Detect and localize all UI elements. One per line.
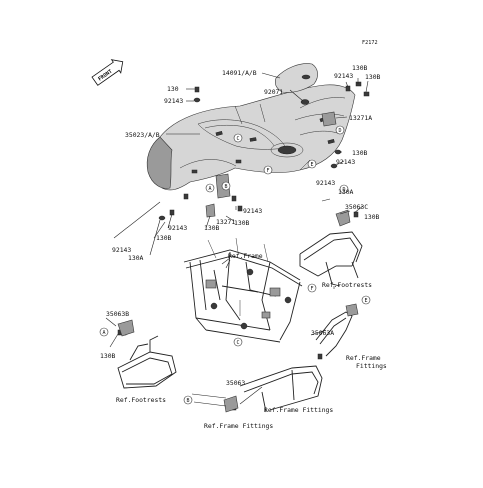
leader-lines [105, 72, 369, 407]
svg-text:A: A [102, 330, 105, 336]
callout-c2: C [233, 337, 243, 347]
figure-id: F2172 [362, 40, 378, 46]
label-130B-ll: 130B [100, 352, 116, 360]
callout-e1: E [307, 159, 317, 169]
front-fender-assembly [146, 84, 356, 191]
callout-f2: F [307, 283, 317, 293]
guard-35063B [117, 319, 177, 389]
callout-a1: A [205, 183, 215, 193]
label-130B-rr: 130B [364, 213, 380, 221]
label-130A-r: 130A [338, 188, 354, 196]
ref-frame-fittings-bottom: Ref.Frame Fittings [264, 406, 333, 414]
label-130A-l: 130A [128, 254, 144, 262]
svg-text:F: F [266, 168, 269, 174]
part-labels: 130 92143 14091/A/B 92071 92143 130B 130… [100, 64, 381, 387]
label-92143-r1: 92143 [334, 72, 353, 80]
label-130B-r1: 130B [352, 64, 368, 72]
svg-text:F: F [310, 286, 313, 292]
label-13271A: 13271A [349, 114, 372, 122]
label-92143-r2: 92143 [316, 179, 335, 187]
label-130B-c3: 130B [156, 234, 172, 242]
ref-frame-fittings-bottom-left: Ref.Frame Fittings [204, 422, 273, 430]
guard-35063 [223, 365, 323, 413]
ref-footrests-right: Ref.Footrests [322, 281, 372, 289]
callout-f1: F [263, 165, 273, 175]
ref-footrests-left: Ref.Footrests [116, 396, 166, 404]
label-14091: 14091/A/B [222, 69, 257, 77]
label-35063A: 35063A [311, 329, 334, 337]
label-92143-c2: 92143 [168, 224, 187, 232]
label-130B-c1: 130B [234, 219, 250, 227]
reference-labels: Ref.Frame Ref.Footrests Ref.Frame Fittin… [116, 252, 387, 430]
bracket-13271 [205, 173, 231, 218]
guard-35063C [299, 209, 363, 287]
label-130B-mid: 130B [352, 149, 368, 157]
front-logo: FRONT [91, 59, 124, 86]
svg-text:E: E [310, 162, 313, 168]
label-130B-r2: 130B [365, 73, 381, 81]
svg-text:D: D [338, 128, 341, 134]
label-35063: 35063 [226, 379, 245, 387]
svg-text:B: B [224, 184, 227, 190]
label-13271: 13271 [216, 218, 235, 226]
label-92143-top: 92143 [164, 97, 183, 105]
label-130-top: 130 [167, 85, 179, 93]
label-35023: 35023/A/B [125, 131, 160, 139]
callout-b1: B [221, 181, 231, 191]
guard-35063A [315, 303, 359, 357]
label-130B-c2: 130B [204, 224, 220, 232]
svg-text:C: C [236, 340, 239, 346]
callout-d1: D [335, 125, 345, 135]
label-35063C: 35063C [345, 203, 368, 211]
fasteners [117, 81, 370, 411]
callout-d2: D [339, 184, 349, 194]
vehicle-frame [183, 237, 303, 343]
cover-14091 [274, 63, 318, 93]
label-35063B: 35063B [106, 310, 129, 318]
svg-text:C: C [236, 136, 239, 142]
ref-frame-top: Ref.Frame [228, 252, 263, 260]
svg-text:B: B [186, 398, 189, 404]
callout-a2: A [99, 327, 109, 337]
callout-b2: B [183, 395, 193, 405]
bracket-13271A [321, 111, 337, 127]
ref-frame-fittings-right-1: Ref.Frame [346, 354, 381, 362]
label-92143-l: 92143 [112, 246, 131, 254]
svg-text:E: E [364, 298, 367, 304]
callout-c1: C [233, 133, 243, 143]
label-92143-c: 92143 [243, 207, 262, 215]
svg-text:A: A [208, 186, 211, 192]
callout-e2: E [361, 295, 371, 305]
ref-frame-fittings-right-2: Fittings [356, 362, 387, 370]
svg-text:D: D [342, 187, 345, 193]
label-92143-mid: 92143 [336, 158, 355, 166]
label-92071: 92071 [264, 88, 283, 96]
